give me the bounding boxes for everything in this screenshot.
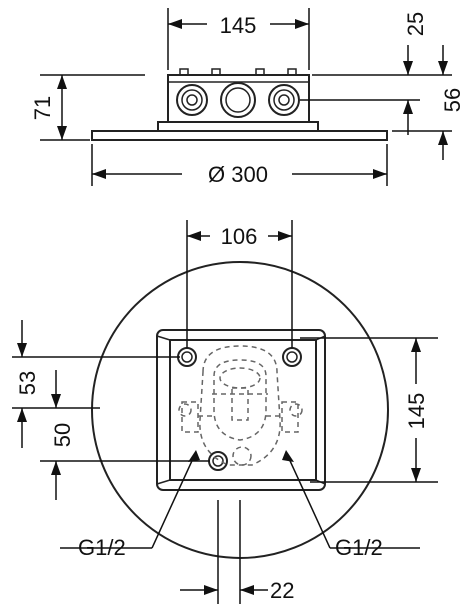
dimension-145-right: 145 [300,337,438,483]
box-base [157,121,319,132]
housing-inner [169,339,317,481]
thread-callout-left: G1/2 [60,451,197,560]
dim-label-106: 106 [221,224,258,249]
side-view [91,68,388,141]
dim-label-diameter: Ø 300 [208,162,268,187]
dim-label-53: 53 [15,371,40,395]
mount-hole-top-right [282,347,302,367]
dimension-56: 56 [300,88,465,160]
dimension-53: 53 [12,320,180,448]
dim-label-50: 50 [50,423,75,447]
box-tab [287,68,297,76]
dim-label-145-right: 145 [404,393,429,430]
box-tab [179,68,189,76]
connector-middle [220,82,256,118]
connector-right [268,84,300,116]
valve-body-hidden [178,345,303,466]
thread-callout-right: G1/2 [285,451,420,560]
dim-label-145-top: 145 [220,13,257,38]
dimension-145-top: 145 [167,8,310,70]
thread-label-left: G1/2 [78,535,126,560]
mounting-box [167,74,310,123]
ceiling-plate [91,130,388,141]
dim-label-71: 71 [30,96,55,120]
dimension-22: 22 [180,500,294,604]
box-tab [211,68,221,76]
connector-left [176,84,208,116]
plan-view [91,261,389,559]
dimension-71: 71 [30,74,145,141]
box-tab [255,68,265,76]
mount-hole-top-left [177,347,197,367]
dim-label-25: 25 [403,12,428,36]
dim-label-22: 22 [270,578,294,603]
dimension-diameter: Ø 300 [91,144,388,187]
thread-label-right: G1/2 [335,535,383,560]
housing-outer [156,329,326,491]
dim-label-56: 56 [440,88,465,112]
mount-hole-bottom [208,451,228,471]
dimension-106: 106 [186,220,293,348]
dimension-25: 25 [312,12,452,76]
dimension-50: 50 [40,370,210,500]
